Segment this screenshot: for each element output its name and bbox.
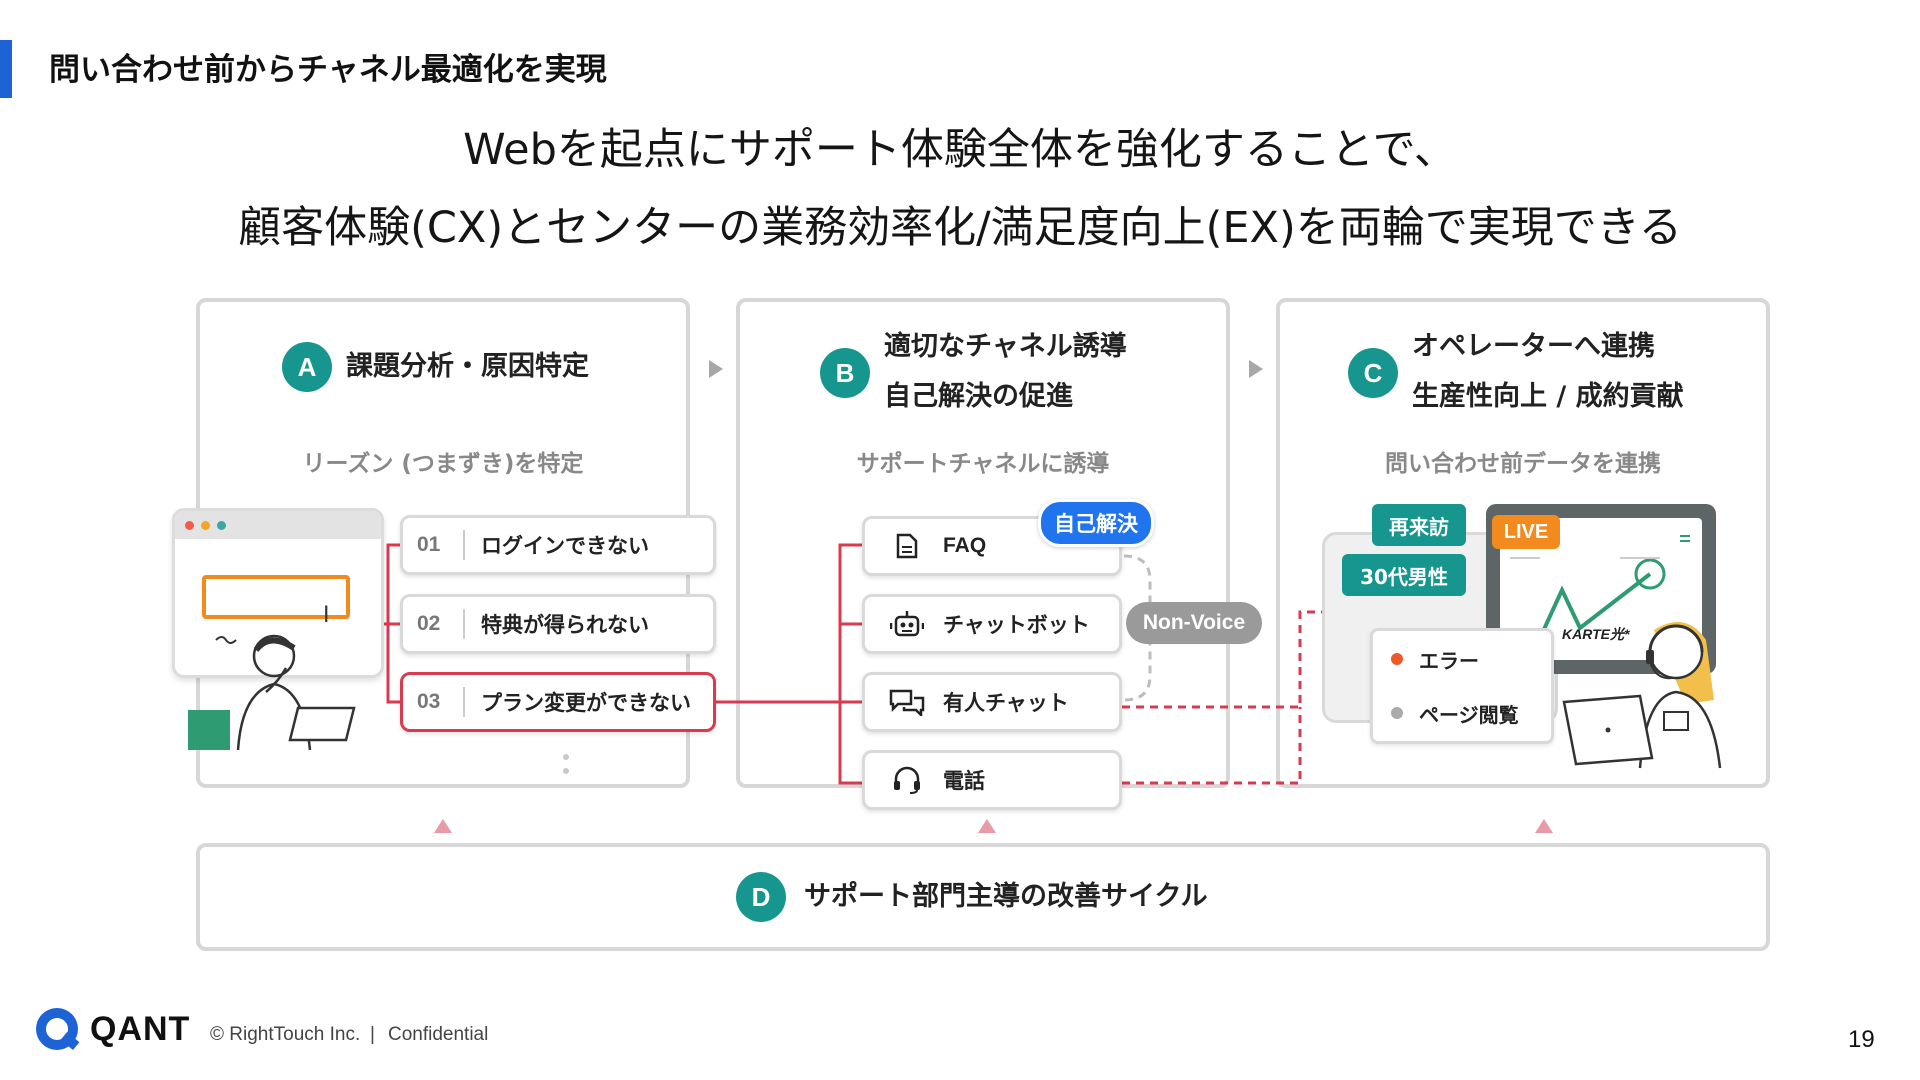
copyright-text: © RightTouch Inc. (210, 1024, 360, 1046)
text-cursor-icon: I (323, 603, 330, 628)
channel-card-live-chat[interactable]: 有人チャット (862, 672, 1122, 732)
browser-title-bar (175, 511, 381, 539)
badge-d: D (736, 872, 786, 922)
reason-number: 02 (403, 609, 465, 639)
chat-bubbles-icon (887, 688, 927, 716)
event-dot-red (1391, 653, 1403, 665)
person-thinking-illustration (186, 632, 366, 752)
reason-label: ログインできない (465, 530, 649, 560)
self-solve-badge: 自己解決 (1038, 499, 1154, 547)
arrow-up-icon (978, 819, 996, 833)
live-badge: LIVE (1492, 515, 1560, 549)
document-icon (887, 533, 927, 559)
channel-card-phone[interactable]: 電話 (862, 750, 1122, 810)
panel-d-title: サポート部門主導の改善サイクル (804, 872, 1208, 922)
channel-label: チャットボット (943, 609, 1090, 639)
brand-logo-text: QANT (90, 1010, 190, 1049)
channel-label: FAQ (943, 534, 986, 558)
event-dot-gray (1391, 707, 1403, 719)
reason-card-02[interactable]: 02 特典が得られない (400, 594, 716, 654)
event-page-view: ページ閲覧 (1419, 699, 1519, 728)
arrow-up-icon (1535, 819, 1553, 833)
confidential-text: Confidential (388, 1024, 488, 1046)
robot-icon (887, 610, 927, 638)
reason-card-01[interactable]: 01 ログインできない (400, 515, 716, 575)
channel-label: 電話 (943, 765, 985, 795)
reason-label: 特典が得られない (465, 609, 649, 639)
footer-separator: | (370, 1024, 375, 1046)
non-voice-badge: Non-Voice (1126, 602, 1262, 644)
arrow-up-icon (434, 819, 452, 833)
tag-demographic: 30代男性 (1342, 554, 1466, 596)
tag-revisit: 再来訪 (1372, 504, 1466, 546)
reason-card-03[interactable]: 03 プラン変更ができない (400, 672, 716, 732)
reason-label: プラン変更ができない (465, 687, 691, 717)
panel-d: D サポート部門主導の改善サイクル (196, 843, 1770, 951)
headset-icon (887, 766, 927, 794)
page-number: 19 (1848, 1026, 1875, 1054)
customer-events-card: エラー ページ閲覧 (1370, 628, 1554, 744)
operator-person-illustration (1536, 600, 1736, 770)
channel-label: 有人チャット (943, 687, 1069, 717)
channel-card-chatbot[interactable]: チャットボット (862, 594, 1122, 654)
reason-number: 01 (403, 530, 465, 560)
reason-number: 03 (403, 687, 465, 717)
qant-logo-icon (36, 1008, 78, 1050)
event-error: エラー (1419, 645, 1479, 674)
